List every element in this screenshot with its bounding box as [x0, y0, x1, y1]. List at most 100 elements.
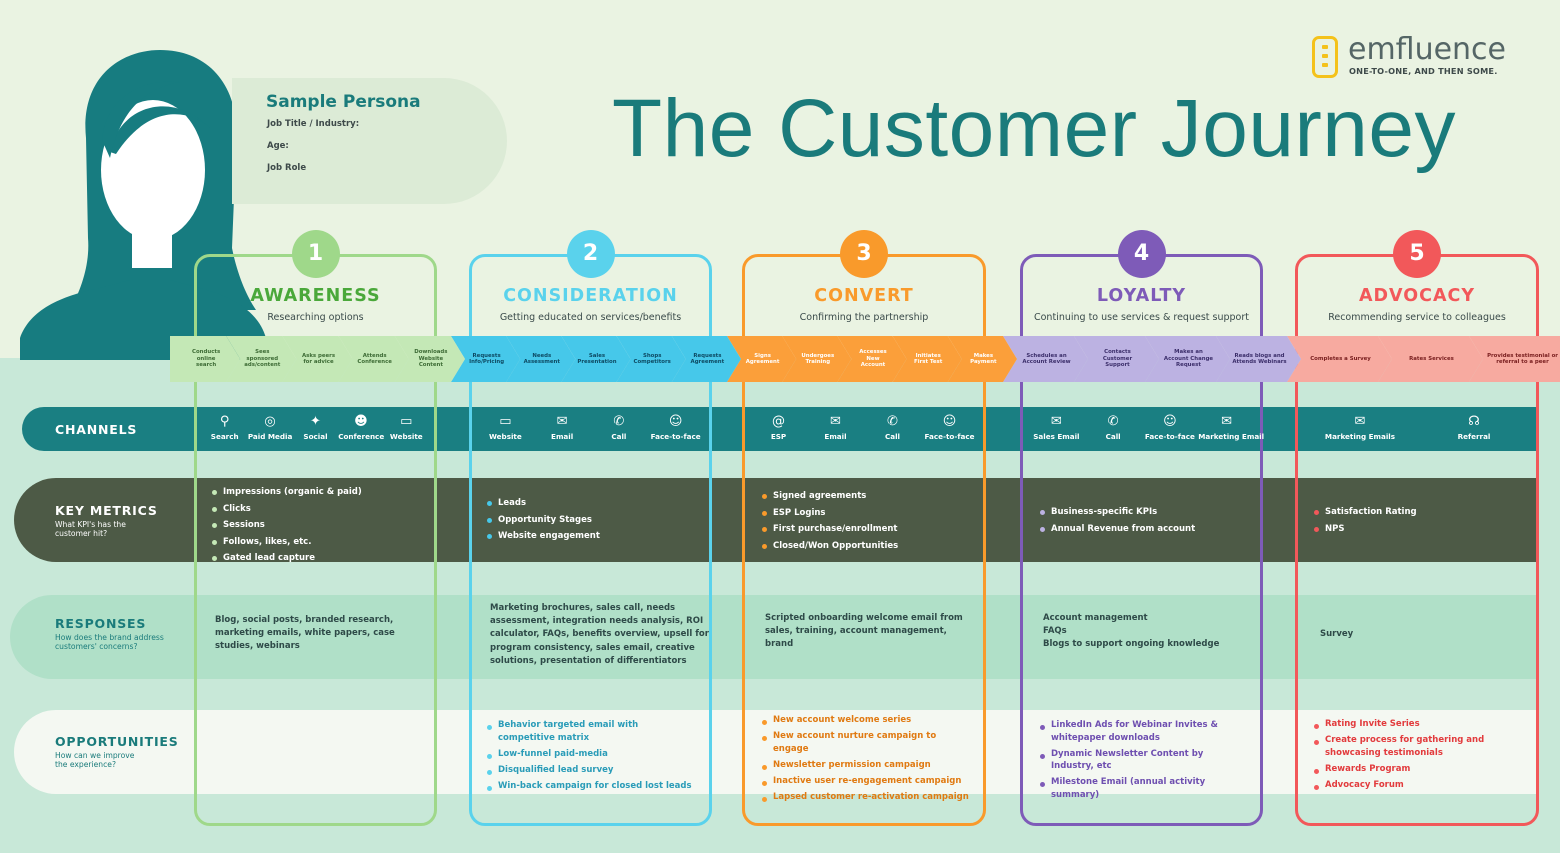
- stage-number-badge: 1: [291, 230, 340, 278]
- opportunity-item: Low-funnel paid-media: [487, 748, 694, 761]
- opportunity-item: Behavior targeted email with competitive…: [487, 719, 694, 744]
- stage-title: CONSIDERATION: [503, 286, 678, 306]
- channel-face-to-face: ☺ Face-to-face: [1142, 414, 1199, 441]
- opportunities-list: LinkedIn Ads for Webinar Invites & white…: [1040, 719, 1247, 805]
- opportunity-item: Inactive user re-engagement campaign: [762, 775, 970, 788]
- response-line: Account management: [1043, 613, 1148, 623]
- opportunities-row: [14, 710, 1538, 794]
- metric-item: Sessions: [212, 517, 362, 534]
- people-icon: ☻: [354, 414, 368, 429]
- stage-title: LOYALTY: [1096, 286, 1187, 306]
- channel-label: Face-to-face: [1144, 432, 1195, 441]
- channel-label: Call: [1105, 432, 1121, 441]
- response-line: sales, training, account management,: [765, 626, 947, 637]
- key-metrics-row-subtitle-1: What KPI's has the: [55, 520, 126, 529]
- channel-call: ✆Call: [1085, 414, 1142, 441]
- opportunity-item: Disqualified lead survey: [487, 764, 694, 777]
- response-line: Blog, social posts, branded research,: [215, 615, 394, 625]
- channel-label: ESP: [770, 432, 787, 441]
- stage-subtitle: Recommending service to colleagues: [1328, 312, 1506, 323]
- channels-row-title: CHANNELS: [55, 422, 138, 437]
- opportunities-list: Behavior targeted email with competitive…: [487, 719, 694, 796]
- metric-item: ESP Logins: [762, 505, 898, 522]
- at-icon: @: [772, 414, 785, 429]
- email-icon: ✉: [556, 414, 568, 429]
- metric-item: Clicks: [212, 501, 362, 518]
- channel-email: ✉ Email: [534, 414, 591, 441]
- metric-item: NPS: [1314, 521, 1417, 538]
- response-line: calculator, FAQs, benefits overview, ups…: [490, 629, 709, 640]
- stage-number-badge: 4: [1117, 230, 1166, 278]
- channel-call: ✆Call: [591, 414, 648, 441]
- channel-label: Paid Media: [247, 432, 293, 441]
- channel-face-to-face: ☺Face-to-face: [647, 414, 704, 441]
- channel-website: ▭Website: [384, 414, 429, 441]
- email-icon: ✉: [1354, 414, 1366, 429]
- responses-text: Blog, social posts, branded research,mar…: [215, 614, 395, 654]
- metric-item: Opportunity Stages: [487, 512, 600, 529]
- channel-label: Marketing Emails: [1324, 432, 1396, 441]
- opportunity-item: LinkedIn Ads for Webinar Invites & white…: [1040, 719, 1247, 744]
- touchpoint-arrow: Conducts online search: [170, 336, 240, 382]
- channel-face-to-face: ☺Face-to-face: [921, 414, 978, 441]
- opportunity-item: Create process for gathering and showcas…: [1314, 734, 1522, 759]
- phone-icon: ✆: [887, 414, 898, 429]
- touchpoint-arrow: Contacts Customer Support: [1074, 336, 1159, 382]
- opportunities-row-title: OPPORTUNITIES: [55, 734, 179, 749]
- channel-label: Website: [389, 432, 423, 441]
- stage-title: CONVERT: [814, 286, 914, 306]
- opportunity-item: Win-back campaign for closed lost leads: [487, 780, 694, 793]
- persona-name: Sample Persona: [266, 92, 421, 112]
- responses-row: [10, 595, 1538, 679]
- channel-referral: ☊ Referral: [1417, 414, 1531, 441]
- persona-job-role-label: Job Role: [267, 163, 307, 173]
- key-metrics-row-title: KEY METRICS: [55, 503, 158, 518]
- touchpoint-arrow: Rates Services: [1378, 336, 1483, 382]
- persona-job-title-label: Job Title / Industry:: [267, 119, 360, 129]
- touchpoint-arrow: Sees sponsored ads/content: [226, 336, 296, 382]
- stage-number-badge: 2: [566, 230, 615, 278]
- metric-item: Business-specific KPIs: [1040, 504, 1195, 521]
- brand-name: emfluence: [1348, 32, 1507, 67]
- stage-subtitle: Getting educated on services/benefits: [499, 312, 682, 323]
- metric-item: Gated lead capture: [212, 550, 362, 567]
- response-line: solutions, presentation of differentiato…: [490, 655, 687, 666]
- referral-icon: ☊: [1468, 414, 1480, 429]
- channel-label: Face-to-face: [924, 432, 975, 441]
- opportunity-item: Rating Invite Series: [1314, 718, 1522, 731]
- response-line: studies, webinars: [215, 641, 300, 652]
- opportunity-item: New account welcome series: [762, 714, 970, 727]
- opportunity-item: Rewards Program: [1314, 763, 1522, 776]
- key-metrics-row-subtitle-2: customer hit?: [55, 529, 108, 538]
- stage-subtitle: Continuing to use services & request sup…: [1033, 312, 1249, 323]
- stage-number-badge: 3: [840, 230, 888, 278]
- opportunity-item: Lapsed customer re-activation campaign: [762, 791, 970, 804]
- email-icon: ✉: [830, 414, 841, 429]
- channel-social: ✦Social: [293, 414, 338, 441]
- channel-label: Email: [551, 432, 574, 441]
- channel-label: Conference: [338, 432, 385, 441]
- channel-label: Referral: [1457, 432, 1491, 441]
- persona-card: [232, 78, 507, 204]
- chat-icon: ☺: [1163, 414, 1177, 429]
- key-metrics-row: [14, 478, 1538, 562]
- channel-label: Sales Email: [1033, 432, 1080, 441]
- response-line: FAQs: [1043, 626, 1067, 637]
- twitter-icon: ✦: [310, 414, 321, 429]
- phone-icon: ✆: [613, 414, 625, 429]
- metric-item: Impressions (organic & paid): [212, 484, 362, 501]
- metric-item: Satisfaction Rating: [1314, 504, 1417, 521]
- opportunity-item: Milestone Email (annual activity summary…: [1040, 776, 1247, 801]
- response-line: Marketing brochures, sales call, needs: [490, 603, 676, 613]
- channel-email: ✉Email: [807, 414, 864, 441]
- persona-age-label: Age:: [267, 141, 289, 151]
- response-line: assessment, integration needs analysis, …: [490, 616, 704, 627]
- channel-label: Marketing Email: [1198, 432, 1265, 441]
